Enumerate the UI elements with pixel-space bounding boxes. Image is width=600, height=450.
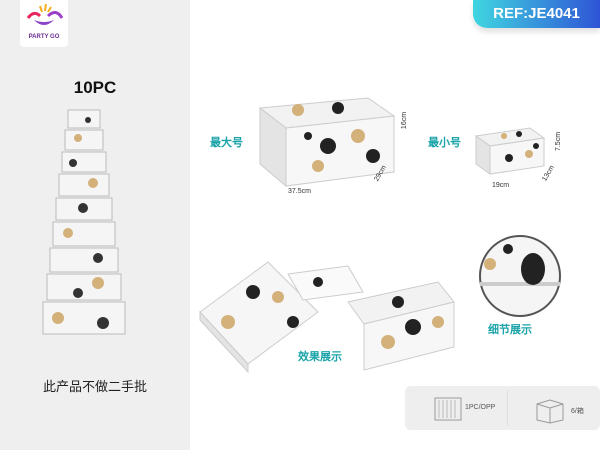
piece-count: 10PC [73,78,117,97]
largest-height: 16cm [401,111,409,130]
carton-box-icon [536,399,564,424]
stacked-boxes-image [42,109,126,335]
divider [507,390,508,426]
opp-bag-icon [434,397,462,421]
resale-note: 此产品不做二手批 [42,379,147,394]
outer-packing: 6/箱 [571,408,584,415]
smallest-height: 7.5cm [555,131,563,152]
smallest-width: 19cm [492,182,510,189]
effect-label: 效果展示 [298,351,342,363]
ref-badge: REF:JE4041 [473,0,600,28]
smallest-box-image [474,127,546,175]
detail-label: 细节展示 [488,324,532,336]
brand-logo: PARTY GO [20,0,68,47]
inner-packing: 1PC/OPP [465,404,496,411]
largest-label: 最大号 [210,137,243,149]
effect-display-image [199,261,455,374]
smallest-label: 最小号 [428,137,461,149]
logo-mask-icon [26,3,64,25]
packaging-info: 1PC/OPP 6/箱 [405,386,600,430]
largest-width: 37.5cm [288,188,311,195]
largest-box-image [258,97,396,188]
logo-text: PARTY GO [28,34,60,40]
detail-zoom-image [479,235,561,317]
